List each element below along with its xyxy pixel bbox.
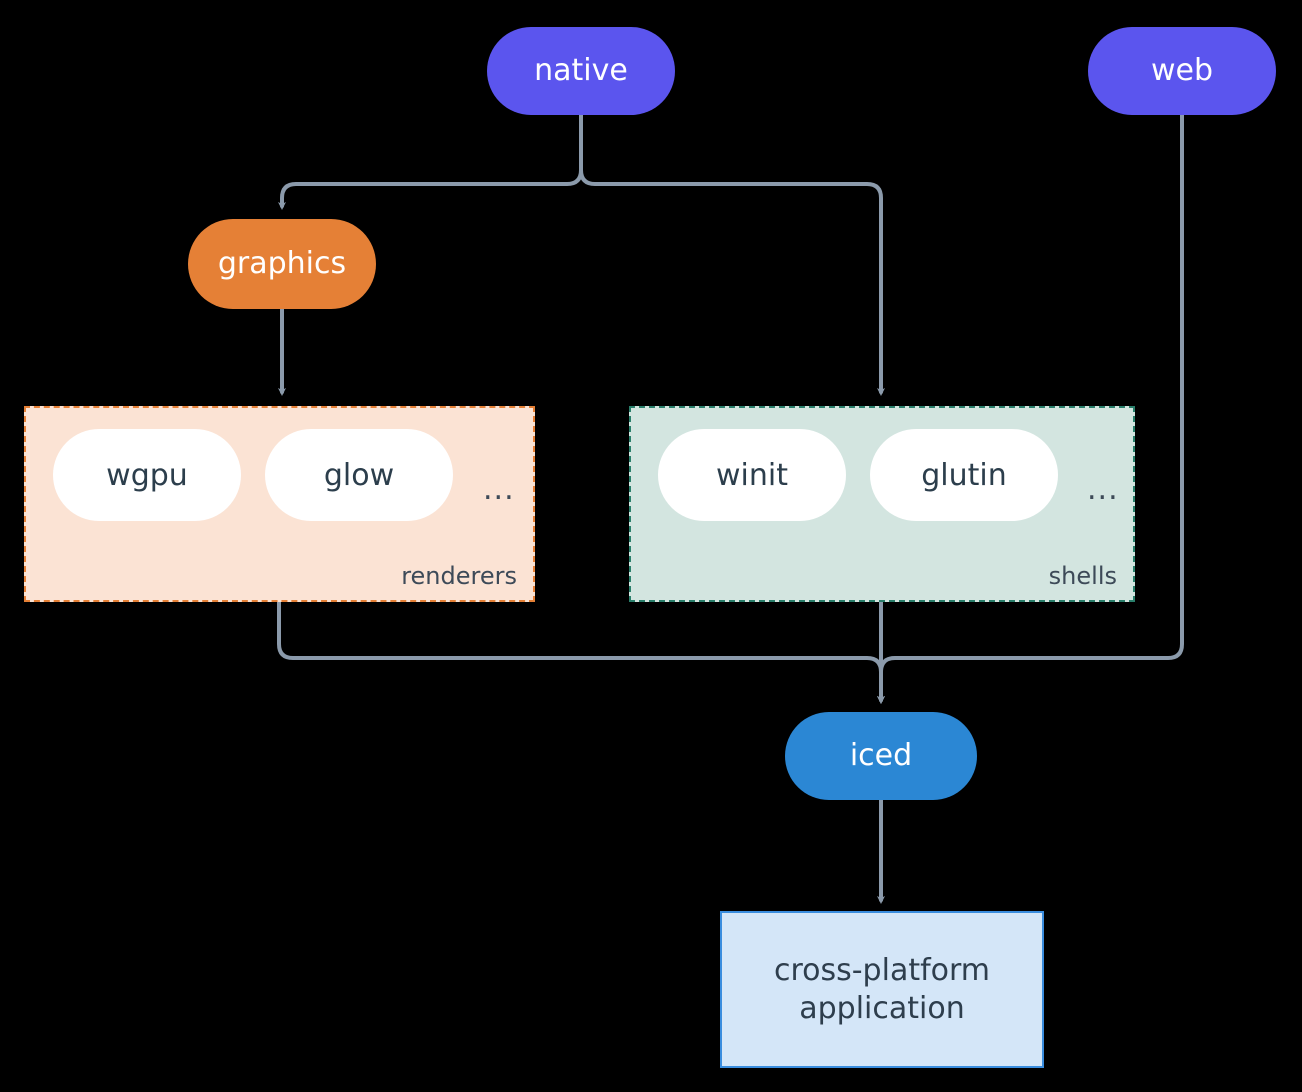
edge-renderers-to-iced xyxy=(277,600,885,704)
node-application[interactable]: cross-platform application xyxy=(720,911,1044,1068)
node-web[interactable]: web xyxy=(1088,27,1276,115)
node-graphics[interactable]: graphics xyxy=(188,219,376,309)
node-native[interactable]: native xyxy=(487,27,675,115)
group-renderers: wgpu glow ... renderers xyxy=(24,406,535,602)
leaf-wgpu[interactable]: wgpu xyxy=(53,429,241,521)
node-iced[interactable]: iced xyxy=(785,712,977,800)
node-iced-label: iced xyxy=(849,738,913,774)
node-web-label: web xyxy=(1150,53,1214,89)
shells-ellipsis: ... xyxy=(1087,472,1119,507)
leaf-wgpu-label: wgpu xyxy=(106,457,188,493)
leaf-glutin[interactable]: glutin xyxy=(870,429,1058,521)
renderers-ellipsis: ... xyxy=(483,472,515,507)
leaf-winit-label: winit xyxy=(716,457,788,493)
group-shells-label: shells xyxy=(1048,562,1117,590)
edge-native-to-graphics xyxy=(278,112,583,210)
node-native-label: native xyxy=(534,53,628,89)
leaf-glow-label: glow xyxy=(323,457,395,493)
leaf-glow[interactable]: glow xyxy=(265,429,453,521)
group-shells: winit glutin ... shells xyxy=(629,406,1135,602)
node-graphics-label: graphics xyxy=(217,246,347,282)
group-renderers-label: renderers xyxy=(401,562,517,590)
leaf-winit[interactable]: winit xyxy=(658,429,846,521)
edge-native-to-shells xyxy=(579,112,885,396)
node-application-line2: application xyxy=(799,990,965,1026)
leaf-glutin-label: glutin xyxy=(921,457,1007,493)
node-application-line1: cross-platform xyxy=(773,953,991,988)
